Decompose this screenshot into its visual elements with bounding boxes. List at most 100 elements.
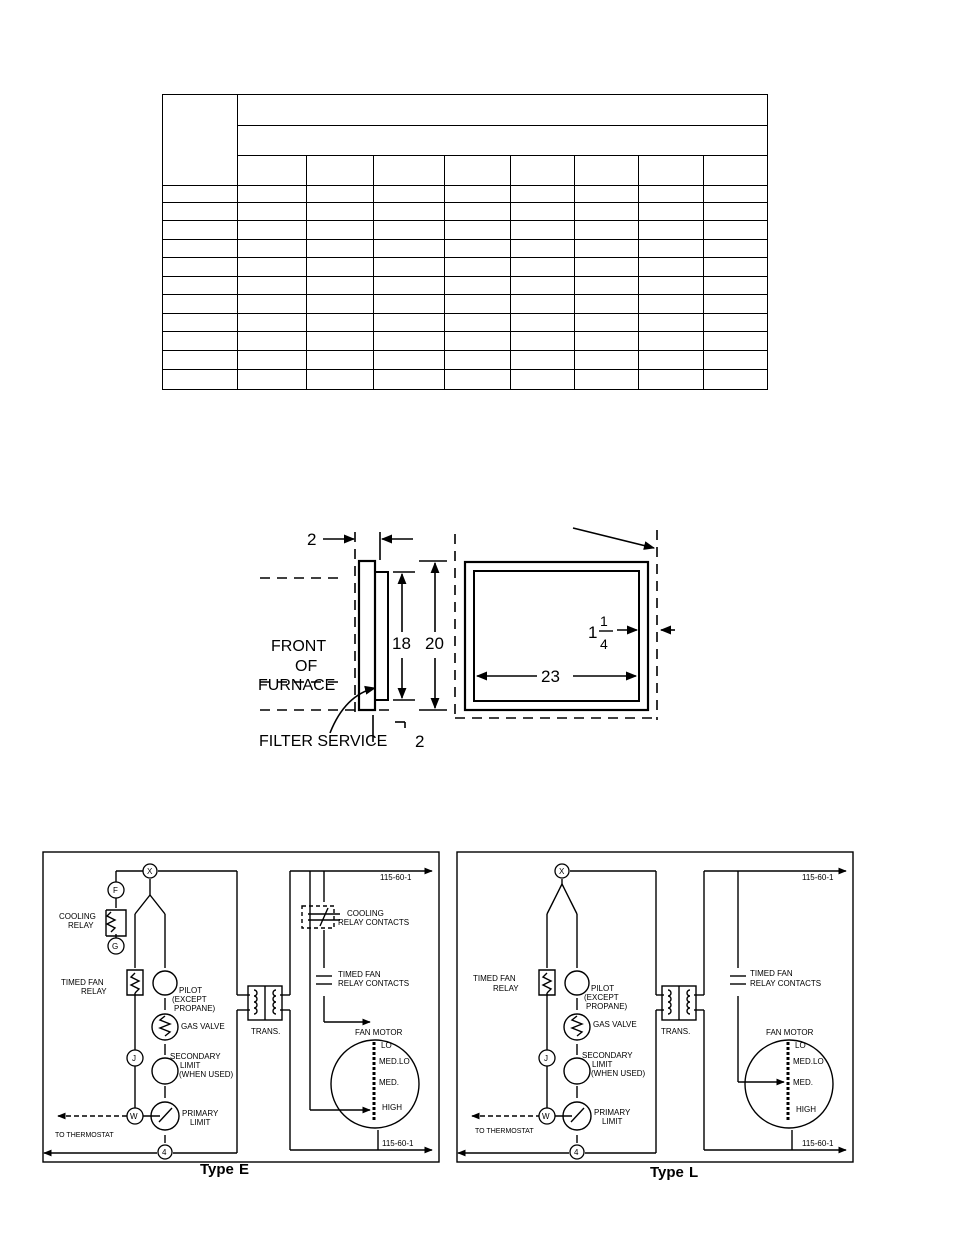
filter-service-label: FILTER SERVICE [259,733,387,750]
table-row [162,202,768,221]
table-cell [237,257,307,277]
cooling-relay-label-2: RELAY [68,921,94,930]
table-cell [638,185,704,203]
front-label-3: FURNACE [258,677,335,694]
table-cell [638,313,704,332]
table-cell [703,369,768,390]
supply-bottom: 115-60-1 [802,1139,834,1148]
table-cell [162,185,238,203]
secondary-limit-label-1: SECONDARY [582,1051,633,1060]
table-cell [237,350,307,370]
dim-side-num: 1 [600,613,608,629]
table-cell [638,350,704,370]
primary-limit-label-2: LIMIT [190,1118,211,1127]
lo-tap-label: LO [795,1041,806,1050]
table-column-header [574,155,639,186]
table-column-header [306,155,374,186]
transformer-label: TRANS. [661,1027,690,1036]
dim-bottom-label: 2 [415,732,424,751]
timed-fan-relay-label-1: TIMED FAN [61,978,104,987]
table-cell [444,202,511,221]
table-cell [703,331,768,351]
high-tap-label: HIGH [382,1103,402,1112]
table-cell [444,276,511,295]
table-cell [574,331,639,351]
table-cell [237,294,307,314]
table-cell [237,369,307,390]
pilot-label-1: PILOT [179,986,202,995]
timed-fan-contacts-label-2: RELAY CONTACTS [750,979,821,988]
type-e-letter: E [239,1161,249,1178]
fan-motor-label: FAN MOTOR [355,1028,403,1037]
med-lo-tap-label: MED.LO [379,1057,410,1066]
table-corner-cell [162,94,238,186]
table-cell [574,239,639,258]
table-cell [510,369,575,390]
table-cell [306,202,374,221]
timed-fan-contacts-label-1: TIMED FAN [338,970,381,979]
table-cell [510,294,575,314]
table-cell [373,257,445,277]
table-row [162,331,768,351]
dim-18-label: 18 [392,634,411,653]
table-cell [703,202,768,221]
wiring-diagram-type-l: X J W 4 115-60-1 115-60-1 TIMED FAN RELA… [456,851,854,1180]
primary-limit-label-1: PRIMARY [594,1108,631,1117]
transformer-label: TRANS. [251,1027,280,1036]
table-cell [703,185,768,203]
table-cell [444,185,511,203]
table-cell [373,331,445,351]
front-label-2: OF [295,658,317,675]
table-cell [373,369,445,390]
node-w: W [542,1112,550,1121]
timed-fan-relay-label-2: RELAY [493,984,519,993]
table-cell [306,313,374,332]
secondary-limit-label-2: LIMIT [592,1060,613,1069]
table-row [162,350,768,370]
table-column-header [373,155,445,186]
table-cell [162,331,238,351]
table-cell [306,185,374,203]
cooling-contacts-label-2: RELAY CONTACTS [338,918,409,927]
table-cell [444,369,511,390]
table-cell [237,313,307,332]
node-x: X [147,867,153,876]
table-cell [638,369,704,390]
timed-fan-relay-label-1: TIMED FAN [473,974,516,983]
type-l-letter: L [689,1164,698,1180]
table-cell [703,294,768,314]
table-cell [306,257,374,277]
table-cell [510,185,575,203]
table-cell [162,220,238,240]
table-cell [638,220,704,240]
primary-limit-label-2: LIMIT [602,1117,623,1126]
table-cell [373,294,445,314]
table-column-header [638,155,704,186]
front-label-1: FRONT [271,638,326,655]
table-cell [306,350,374,370]
table-cell [373,350,445,370]
table-cell [638,239,704,258]
dim-side-whole: 1 [588,623,597,642]
table-cell [306,369,374,390]
supply-bottom: 115-60-1 [382,1139,414,1148]
table-cell [510,313,575,332]
med-tap-label: MED. [793,1078,813,1087]
table-cell [703,220,768,240]
wiring-diagram-type-e: X F G J W 4 115-60-1 115-60-1 COOLING RE… [42,851,440,1178]
med-tap-label: MED. [379,1078,399,1087]
dim-23-label: 23 [541,667,560,686]
table-cell [162,202,238,221]
table-cell [703,276,768,295]
table-cell [444,257,511,277]
secondary-limit-label-2: LIMIT [180,1061,201,1070]
table-cell [237,239,307,258]
table-cell [510,202,575,221]
supply-top: 115-60-1 [380,873,412,882]
table-cell [444,294,511,314]
table-header-cell [237,94,768,126]
table-row [162,185,768,203]
table-cell [574,257,639,277]
table-column-header [444,155,511,186]
table-cell [373,313,445,332]
